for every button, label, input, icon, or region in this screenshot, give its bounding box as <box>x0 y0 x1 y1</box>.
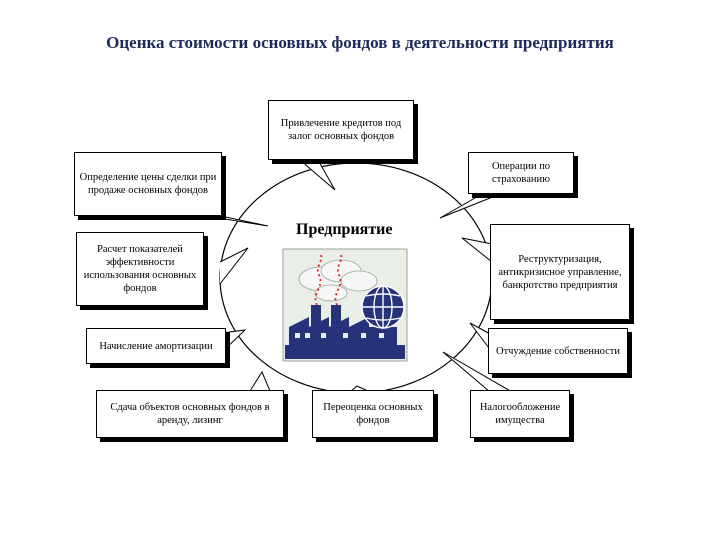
lease-box: Сдача объектов основных фондов в аренду,… <box>96 390 284 438</box>
insurance-label: Операции по страхованию <box>491 161 551 185</box>
efficiency-box: Расчет показателей эффективности использ… <box>76 232 204 306</box>
price-label: Определение цены сделки при продаже осно… <box>79 172 217 196</box>
revaluation-box: Переоценка основных фондов <box>312 390 434 438</box>
efficiency-label: Расчет показателей эффективности использ… <box>83 244 197 294</box>
factory-globe-icon <box>281 247 411 370</box>
pointer-lease <box>249 370 271 392</box>
depreciation-label: Начисление амортизации <box>99 340 213 352</box>
depreciation-box: Начисление амортизации <box>86 328 226 364</box>
revaluation-label: Переоценка основных фондов <box>323 402 423 426</box>
taxation-box: Налогообложение имущества <box>470 390 570 438</box>
credits-box: Привлечение кредитов под залог основных … <box>268 100 414 160</box>
page-title: Оценка стоимости основных фондов в деяте… <box>106 33 614 52</box>
lease-label: Сдача объектов основных фондов в аренду,… <box>110 402 270 426</box>
pointer-credits <box>299 159 336 191</box>
pointer-insurance <box>439 193 501 219</box>
alienation-box: Отчуждение собственности <box>488 328 628 374</box>
pointer-price <box>199 214 269 227</box>
price-box: Определение цены сделки при продаже осно… <box>74 152 222 216</box>
pointer-restructuring <box>461 237 493 263</box>
insurance-box: Операции по страхованию <box>468 152 574 194</box>
pointer-depreciation <box>221 329 247 353</box>
taxation-label: Налогообложение имущества <box>479 402 561 426</box>
pointer-alienation <box>469 322 493 353</box>
credits-label: Привлечение кредитов под залог основных … <box>280 118 402 142</box>
pointer-taxation <box>442 351 513 393</box>
restructuring-label: Реструктуризация, антикризисное управлен… <box>498 253 622 291</box>
enterprise-label: Предприятие <box>296 221 393 238</box>
restructuring-box: Реструктуризация, антикризисное управлен… <box>490 224 630 320</box>
alienation-label: Отчуждение собственности <box>495 345 621 357</box>
pointer-efficiency <box>219 247 249 285</box>
